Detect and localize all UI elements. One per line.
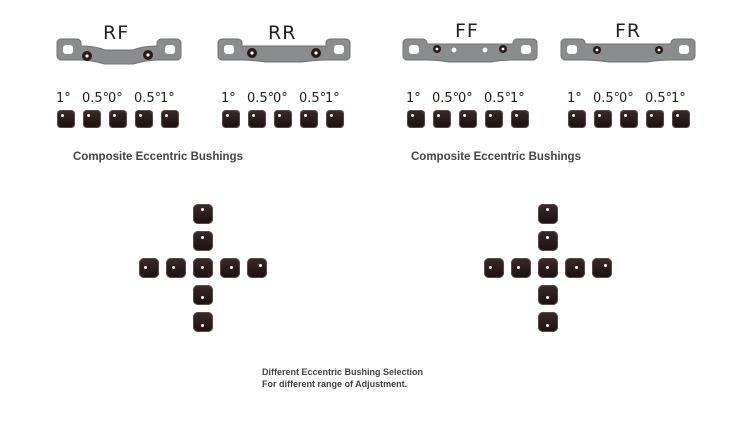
angle-label: 0.5° — [593, 91, 621, 106]
eccentric-bushing — [326, 110, 344, 128]
bushing-hole — [604, 264, 607, 267]
note-line-1: Different Eccentric Bushing Selection — [262, 367, 424, 377]
bushing-hole — [201, 208, 204, 211]
plate-label-rf: RF — [103, 22, 130, 44]
angle-label: 0.5° — [484, 91, 512, 106]
eccentric-bushing — [568, 110, 586, 128]
eccentric-bushing — [193, 312, 213, 332]
eccentric-bushing — [485, 110, 503, 128]
angle-label: 1° — [325, 91, 340, 106]
eccentric-bushing — [57, 110, 75, 128]
eccentric-bushing — [538, 231, 558, 251]
bushing-hole — [517, 266, 520, 269]
bushing-hole — [259, 264, 262, 267]
eccentric-bushing — [594, 110, 612, 128]
angle-label: 0° — [458, 91, 473, 106]
angle-label: 1° — [406, 91, 421, 106]
angle-label: 0° — [108, 91, 123, 106]
bushing-hole — [230, 266, 233, 269]
eccentric-bushing — [247, 258, 267, 278]
eccentric-bushing — [407, 110, 425, 128]
plate-label-ff: FF — [455, 20, 479, 42]
eccentric-bushing — [135, 110, 153, 128]
angle-label: 1° — [671, 91, 686, 106]
plate-rr-image — [217, 38, 351, 63]
eccentric-bushing — [646, 110, 664, 128]
bushing-hole — [201, 324, 204, 327]
eccentric-bushing — [166, 258, 186, 278]
eccentric-bushing — [592, 258, 612, 278]
eccentric-bushing — [83, 110, 101, 128]
bushing-hole — [546, 324, 549, 327]
bushing-hole — [546, 266, 549, 269]
eccentric-bushing — [565, 258, 585, 278]
eccentric-bushing — [672, 110, 690, 128]
plate-label-rr: RR — [268, 22, 297, 44]
eccentric-bushing — [161, 110, 179, 128]
eccentric-bushing — [484, 258, 504, 278]
plate-fr-image — [560, 38, 696, 63]
angle-label: 1° — [56, 91, 71, 106]
angle-label: 0.5° — [134, 91, 162, 106]
note-line-2: For different range of Adjustment. — [262, 379, 408, 389]
angle-label: 0.5° — [432, 91, 460, 106]
eccentric-bushing — [220, 258, 240, 278]
eccentric-bushing — [538, 285, 558, 305]
bushing-hole — [546, 236, 549, 239]
note: Different Eccentric Bushing Selection Fo… — [262, 366, 423, 390]
eccentric-bushing — [300, 110, 318, 128]
bushing-hole — [546, 296, 549, 299]
angle-label: 0.5° — [299, 91, 327, 106]
eccentric-bushing — [511, 258, 531, 278]
eccentric-bushing — [193, 285, 213, 305]
eccentric-bushing — [538, 312, 558, 332]
eccentric-bushing — [193, 204, 213, 224]
angle-label: 0.5° — [82, 91, 110, 106]
plate-rf-image — [56, 38, 182, 65]
bushing-hole — [144, 266, 147, 269]
angle-label: 1° — [567, 91, 582, 106]
bushing-hole — [489, 266, 492, 269]
eccentric-bushing — [274, 110, 292, 128]
eccentric-bushing — [538, 258, 558, 278]
eccentric-bushing — [511, 110, 529, 128]
bushing-hole — [201, 236, 204, 239]
bushing-hole — [546, 208, 549, 211]
plate-ff-image — [402, 38, 538, 63]
plate-label-fr: FR — [615, 20, 642, 42]
eccentric-bushing — [459, 110, 477, 128]
bushing-hole — [201, 296, 204, 299]
eccentric-bushing — [248, 110, 266, 128]
eccentric-bushing — [193, 231, 213, 251]
eccentric-bushing — [620, 110, 638, 128]
caption-right: Composite Eccentric Bushings — [411, 151, 581, 163]
eccentric-bushing — [222, 110, 240, 128]
angle-label: 1° — [510, 91, 525, 106]
eccentric-bushing — [538, 204, 558, 224]
bushing-hole — [575, 266, 578, 269]
angle-label: 0.5° — [645, 91, 673, 106]
eccentric-bushing — [109, 110, 127, 128]
angle-label: 0° — [273, 91, 288, 106]
angle-label: 0.5° — [247, 91, 275, 106]
angle-label: 0° — [619, 91, 634, 106]
eccentric-bushing — [433, 110, 451, 128]
eccentric-bushing — [139, 258, 159, 278]
eccentric-bushing — [193, 258, 213, 278]
angle-label: 1° — [160, 91, 175, 106]
angle-label: 1° — [221, 91, 236, 106]
bushing-hole — [172, 266, 175, 269]
caption-left: Composite Eccentric Bushings — [73, 151, 243, 163]
bushing-hole — [201, 266, 204, 269]
